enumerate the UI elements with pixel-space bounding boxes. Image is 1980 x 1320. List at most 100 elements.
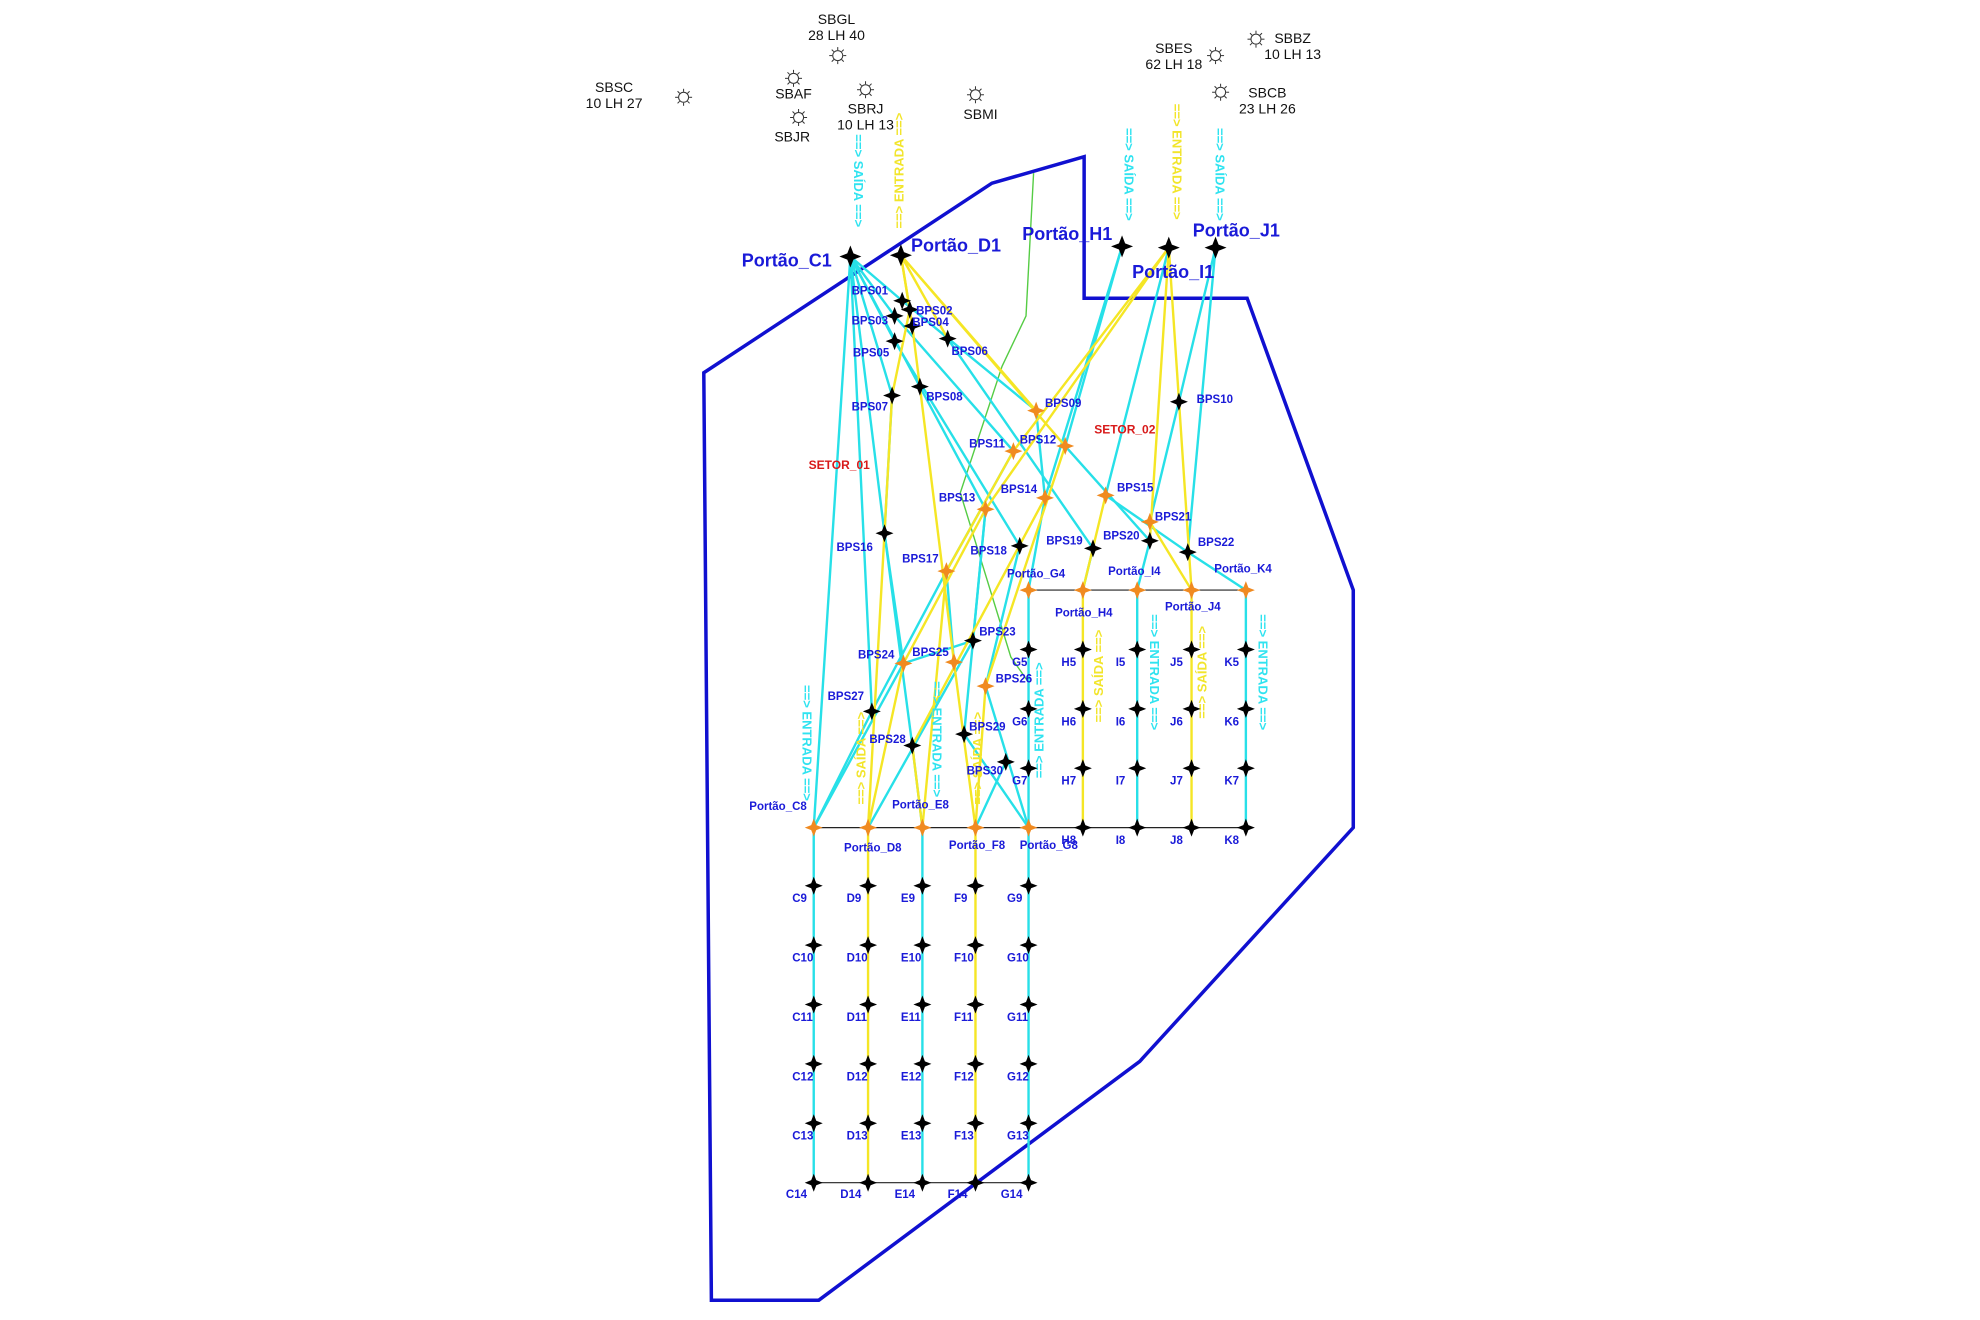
waypoint-label: BPS16 [836,542,872,554]
airport-detail: 23 LH 26 [1239,100,1296,116]
waypoint-label: C10 [792,953,813,965]
sector-label: SETOR_01 [809,458,870,472]
airport-marker-icon [675,88,693,106]
waypoint-portao_h4 [1073,581,1092,600]
waypoint-bps07 [883,386,902,405]
flow-label-saida: ==> SAÍDA ==> [854,711,869,804]
waypoint-g6 [1019,699,1038,718]
airport-marker-icon [785,69,803,87]
airport-detail: 10 LH 13 [837,117,894,133]
waypoint-e10 [913,936,932,955]
departure-route [1104,246,1170,497]
waypoint-label: Portão_J4 [1165,601,1221,613]
waypoint-label: I6 [1116,716,1126,728]
waypoint-bps18 [1010,536,1029,555]
waypoint-label: BPS15 [1117,483,1154,495]
waypoint-label: F12 [954,1071,974,1083]
waypoint-label: BPS12 [1020,435,1056,447]
waypoint-k7 [1236,759,1255,778]
waypoint-c14 [804,1173,823,1192]
waypoint-f14 [966,1173,985,1192]
airport-code: SBBZ [1274,30,1311,46]
flow-label-saida: ==> SAÍDA ==> [970,711,985,804]
waypoint-label: Portão_C8 [749,801,807,813]
waypoint-label: Portão_I4 [1108,566,1161,578]
waypoint-label: BPS20 [1103,531,1139,543]
arrival-route [945,449,1015,573]
departure-route [962,508,987,736]
waypoint-label: BPS24 [858,649,895,661]
airport-code: SBAF [775,86,812,102]
waypoint-f12 [966,1054,985,1073]
waypoint-label: BPS08 [926,392,963,404]
waypoint-label: J7 [1170,776,1183,788]
departure-route [1148,400,1181,524]
airport-code: SBMI [963,106,997,122]
flow-label-entrada: ==> ENTRADA ==> [1147,614,1162,730]
waypoint-bps12 [1056,437,1075,456]
arrival-route [952,660,977,829]
waypoint-label: G12 [1007,1071,1029,1083]
waypoint-bps08 [910,377,929,396]
arrival-route [921,569,948,829]
airport-code: SBES [1155,40,1192,56]
gate-label: Portão_D1 [911,235,1001,255]
waypoint-k8 [1236,818,1255,837]
departure-route [893,339,1021,548]
airport-detail: 62 LH 18 [1145,56,1202,72]
departure-route [1043,245,1124,500]
waypoint-portao_d1 [889,244,912,267]
arrival-route [1148,246,1170,543]
waypoint-f10 [966,936,985,955]
waypoint-label: BPS09 [1045,398,1081,410]
arrival-route [1148,520,1193,592]
arrival-route [984,444,1067,688]
waypoint-label: BPS21 [1155,512,1192,524]
waypoint-label: D14 [840,1189,862,1201]
waypoint-e12 [913,1054,932,1073]
airport-code: SBJR [774,129,810,145]
gate-label: Portão_J1 [1193,220,1280,240]
waypoint-h8 [1073,818,1092,837]
waypoint-i6 [1128,699,1147,718]
waypoint-g12 [1019,1054,1038,1073]
waypoint-bps11 [1004,442,1023,461]
waypoint-bps03 [885,306,904,325]
waypoint-label: BPS05 [853,347,890,359]
airport-marker-icon [1207,47,1225,65]
waypoint-portao_i4 [1128,581,1147,600]
waypoint-label: BPS30 [967,766,1003,778]
waypoint-label: G7 [1012,776,1027,788]
waypoint-label: BPS19 [1046,536,1082,548]
waypoint-label: Portão_D8 [844,843,902,855]
waypoint-c13 [804,1114,823,1133]
waypoint-k6 [1236,699,1255,718]
waypoint-label: Portão_K4 [1214,563,1272,575]
waypoint-label: BPS28 [869,734,906,746]
airspace-boundary [702,154,1356,1302]
departure-route [918,385,987,511]
flow-label-entrada: ==> ENTRADA ==> [1170,104,1185,220]
waypoint-label: I5 [1116,657,1126,669]
waypoint-label: E12 [901,1071,921,1083]
waypoint-label: G11 [1007,1012,1029,1024]
waypoint-i5 [1128,640,1147,659]
waypoint-bps28 [903,736,922,755]
waypoint-label: G9 [1007,893,1022,905]
departure-route [974,760,1007,829]
flow-label-entrada: ==> ENTRADA ==> [1256,614,1271,730]
waypoint-g13 [1019,1114,1038,1133]
waypoint-portao_j4 [1182,581,1201,600]
waypoint-h6 [1073,699,1092,718]
waypoint-bps25 [944,653,963,672]
waypoint-label: F10 [954,953,974,965]
waypoint-label: BPS18 [970,546,1007,558]
airport-code: SBGL [818,11,856,27]
airport-code: SBSC [595,79,633,95]
departure-route [1186,246,1217,554]
waypoint-label: G13 [1007,1131,1029,1143]
arrival-route [1167,246,1193,592]
waypoint-d14 [859,1173,878,1192]
waypoint-e9 [913,876,932,895]
waypoint-bps02 [900,300,919,319]
